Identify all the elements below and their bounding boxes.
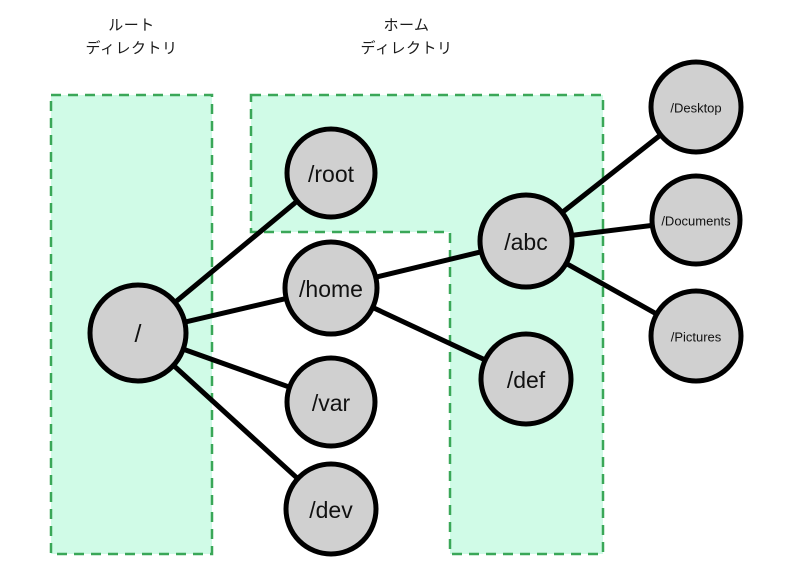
- edge-root-to-var: [179, 345, 294, 391]
- edge-root-to-dev: [169, 361, 302, 483]
- node-root[interactable]: /: [87, 282, 189, 384]
- node-abc[interactable]: /abc: [477, 192, 575, 290]
- node-label-home: /home: [299, 276, 363, 302]
- node-root-dir[interactable]: /root: [284, 126, 378, 220]
- node-circle-var[interactable]: [284, 355, 378, 449]
- node-label-desktop: /Desktop: [670, 101, 721, 116]
- node-circle-documents[interactable]: [649, 173, 743, 267]
- node-label-def: /def: [507, 367, 546, 393]
- edge-abc-to-pictures: [562, 259, 661, 318]
- node-circle-def[interactable]: [478, 331, 574, 427]
- edge-root-to-home: [181, 295, 290, 326]
- edge-home-to-def: [368, 303, 489, 364]
- node-home[interactable]: /home: [282, 239, 380, 337]
- edges-layer: [169, 131, 665, 483]
- edge-home-to-abc: [372, 248, 485, 281]
- node-label-root: /: [135, 320, 142, 348]
- node-label-dev: /dev: [309, 497, 353, 523]
- node-circle-root[interactable]: [87, 282, 189, 384]
- region-label-home-directory: ホーム ディレクトリ: [360, 16, 453, 58]
- node-def[interactable]: /def: [478, 331, 574, 427]
- node-circle-root-dir[interactable]: [284, 126, 378, 220]
- node-circle-abc[interactable]: [477, 192, 575, 290]
- node-label-documents: /Documents: [661, 214, 731, 229]
- node-documents[interactable]: /Documents: [649, 173, 743, 267]
- node-desktop[interactable]: /Desktop: [648, 59, 744, 155]
- node-pictures[interactable]: /Pictures: [648, 288, 744, 384]
- nodes-layer: / /root/home/var/dev/abc/def/Desktop/Docu…: [87, 59, 744, 557]
- node-circle-pictures[interactable]: [648, 288, 744, 384]
- edge-root-to-root-dir: [171, 197, 302, 307]
- node-circle-dev[interactable]: [283, 461, 379, 557]
- node-label-abc: /abc: [504, 229, 547, 255]
- edge-abc-to-documents: [568, 222, 656, 239]
- edge-abc-to-desktop: [558, 131, 665, 217]
- region-label-root-directory: ルート ディレクトリ: [85, 16, 178, 58]
- node-label-pictures: /Pictures: [671, 330, 722, 345]
- node-dev[interactable]: /dev: [283, 461, 379, 557]
- node-circle-home[interactable]: [282, 239, 380, 337]
- node-label-root-dir: /root: [308, 161, 355, 187]
- node-label-var: /var: [312, 390, 351, 416]
- node-circle-desktop[interactable]: [648, 59, 744, 155]
- node-var[interactable]: /var: [284, 355, 378, 449]
